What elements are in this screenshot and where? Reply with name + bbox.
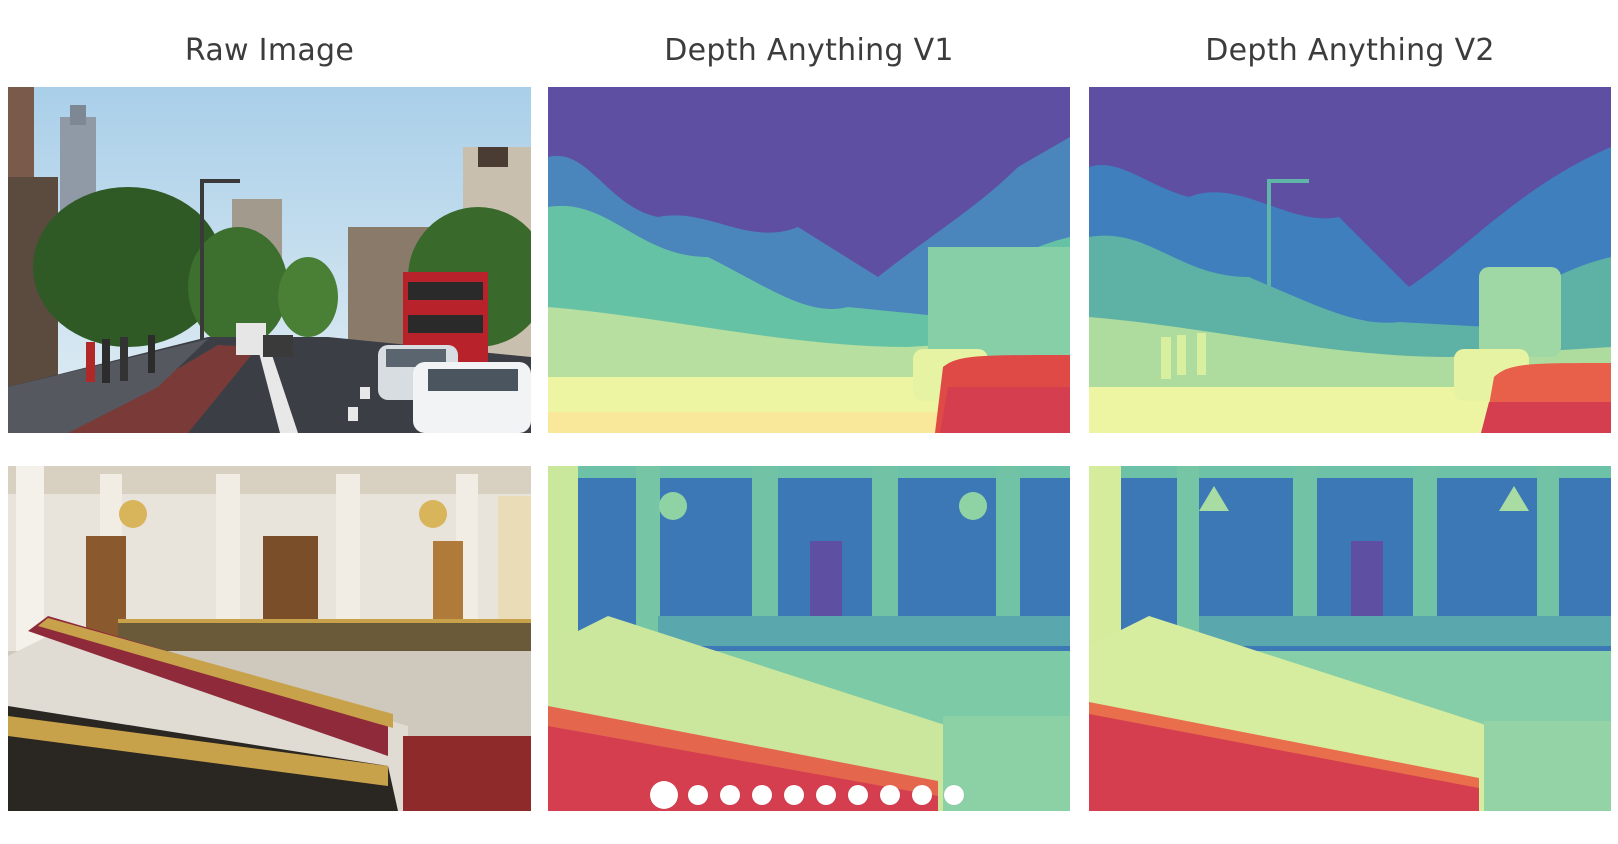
raw-image-staircase-hall (8, 466, 531, 811)
depth-v1-staircase-hall (548, 466, 1070, 811)
carousel-pagination (650, 781, 976, 809)
carousel-dot-2[interactable] (688, 785, 708, 805)
depth-map-v2-street (1089, 87, 1611, 433)
depth-map-v1-staircase-hall (548, 466, 1070, 811)
depth-map-v2-staircase-hall (1089, 466, 1611, 811)
carousel-dot-9[interactable] (912, 785, 932, 805)
column-title-depth-anything-v2: Depth Anything V2 (1205, 33, 1495, 68)
carousel-dot-1[interactable] (650, 781, 678, 809)
staircase-hall-photo (8, 466, 531, 811)
carousel-dot-6[interactable] (816, 785, 836, 805)
depth-v2-street (1089, 87, 1611, 433)
depth-map-v1-street (548, 87, 1070, 433)
street-photo (8, 87, 531, 433)
column-title-raw-image: Raw Image (184, 33, 355, 68)
carousel-dot-8[interactable] (880, 785, 900, 805)
depth-v2-staircase-hall (1089, 466, 1611, 811)
carousel-dot-3[interactable] (720, 785, 740, 805)
carousel-dot-5[interactable] (784, 785, 804, 805)
carousel-dot-10[interactable] (944, 785, 964, 805)
raw-image-street (8, 87, 531, 433)
depth-v1-street (548, 87, 1070, 433)
carousel-dot-7[interactable] (848, 785, 868, 805)
carousel-dot-4[interactable] (752, 785, 772, 805)
column-title-depth-anything-v1: Depth Anything V1 (664, 33, 954, 68)
